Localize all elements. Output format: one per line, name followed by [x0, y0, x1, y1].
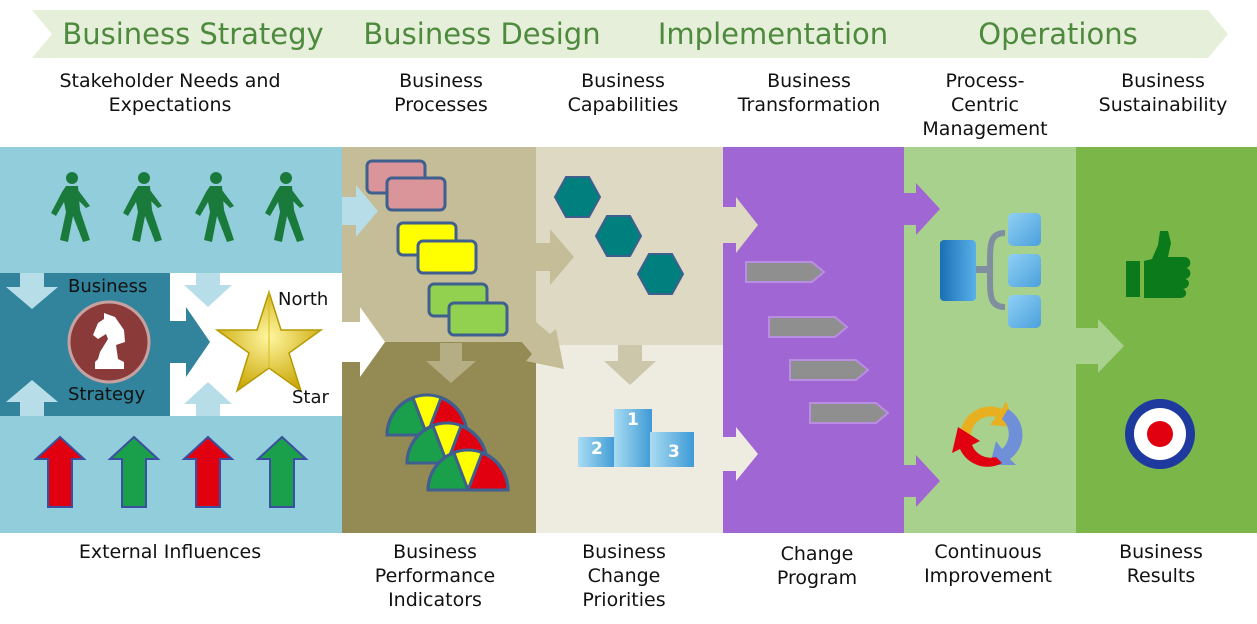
chevron-shape — [326, 10, 638, 58]
phase-implementation: Implementation — [616, 10, 930, 58]
caption-change-priorities: Business Change Priorities — [582, 541, 666, 611]
stakeholders-to-processes-arrow — [342, 185, 378, 237]
transformation-to-improvement-arrow — [904, 455, 940, 507]
caption-change-program: Change Program — [776, 543, 858, 589]
capabilities-down-arrow — [604, 345, 656, 385]
down-arrows-design — [426, 343, 476, 383]
change-program-arrow-icons — [745, 261, 890, 424]
capabilities-to-transformation-arrow — [723, 197, 758, 253]
caption-continuous-improvement: Continuous Improvement — [924, 541, 1052, 587]
main-band — [0, 147, 1257, 533]
phase-label: Business Design — [363, 17, 601, 51]
chess-knight-icon — [67, 300, 151, 384]
phase-label: Operations — [978, 17, 1138, 51]
caption-business-sustainability: Business Sustainability — [1098, 70, 1228, 116]
business-transformation-section — [723, 147, 904, 533]
caption-external-influences: External Influences — [78, 541, 262, 563]
influence-arrows — [6, 273, 232, 416]
caption-process-centric-management: Process- Centric Management — [922, 70, 1048, 140]
processes-to-priorities-arrow — [520, 322, 564, 369]
label-business: Business — [68, 276, 148, 297]
caption-business-capabilities: Business Capabilities — [567, 70, 679, 116]
podium-third: 3 — [668, 442, 680, 462]
priorities-to-transformation-arrow — [723, 427, 758, 481]
thumbs-up-icon — [1126, 231, 1191, 298]
label-north: North — [278, 289, 329, 310]
transformation-to-management-arrow — [904, 183, 940, 235]
process-hierarchy-icon — [940, 213, 1041, 328]
caption-stakeholder-needs: Stakeholder Needs and Expectations — [59, 70, 281, 116]
phase-label: Business Strategy — [62, 17, 324, 51]
phase-business-design: Business Design — [326, 10, 638, 58]
target-icon — [1125, 399, 1195, 469]
caption-business-transformation: Business Transformation — [737, 70, 881, 116]
podium-first: 1 — [627, 410, 639, 430]
phase-business-strategy: Business Strategy — [32, 10, 348, 58]
strategy-to-star-arrow — [170, 307, 210, 377]
north-star-icon — [214, 289, 324, 393]
star-to-design-arrow — [342, 307, 385, 377]
label-strategy: Strategy — [68, 384, 146, 405]
performance-gauge-icons — [385, 393, 510, 492]
chevron-shape — [32, 10, 348, 58]
podium-second: 2 — [591, 439, 603, 459]
phase-label: Implementation — [657, 17, 889, 51]
continuous-improvement-cycle-icon — [952, 401, 1023, 467]
capability-hexagon-icons — [553, 176, 685, 295]
podium-icon — [578, 409, 694, 467]
management-to-results-arrow — [1076, 319, 1124, 373]
caption-performance-indicators: Business Performance Indicators — [374, 541, 496, 611]
stakeholder-person-icons — [51, 172, 304, 242]
chevron-shape — [908, 10, 1228, 58]
processes-to-capabilities-arrow — [536, 229, 574, 285]
process-box-icons — [365, 159, 509, 337]
label-star: Star — [292, 387, 329, 408]
caption-business-results: Business Results — [1119, 541, 1203, 587]
phase-operations: Operations — [908, 10, 1228, 58]
chevron-shape — [616, 10, 930, 58]
external-influence-arrows — [33, 435, 309, 508]
caption-business-processes: Business Processes — [394, 70, 488, 116]
